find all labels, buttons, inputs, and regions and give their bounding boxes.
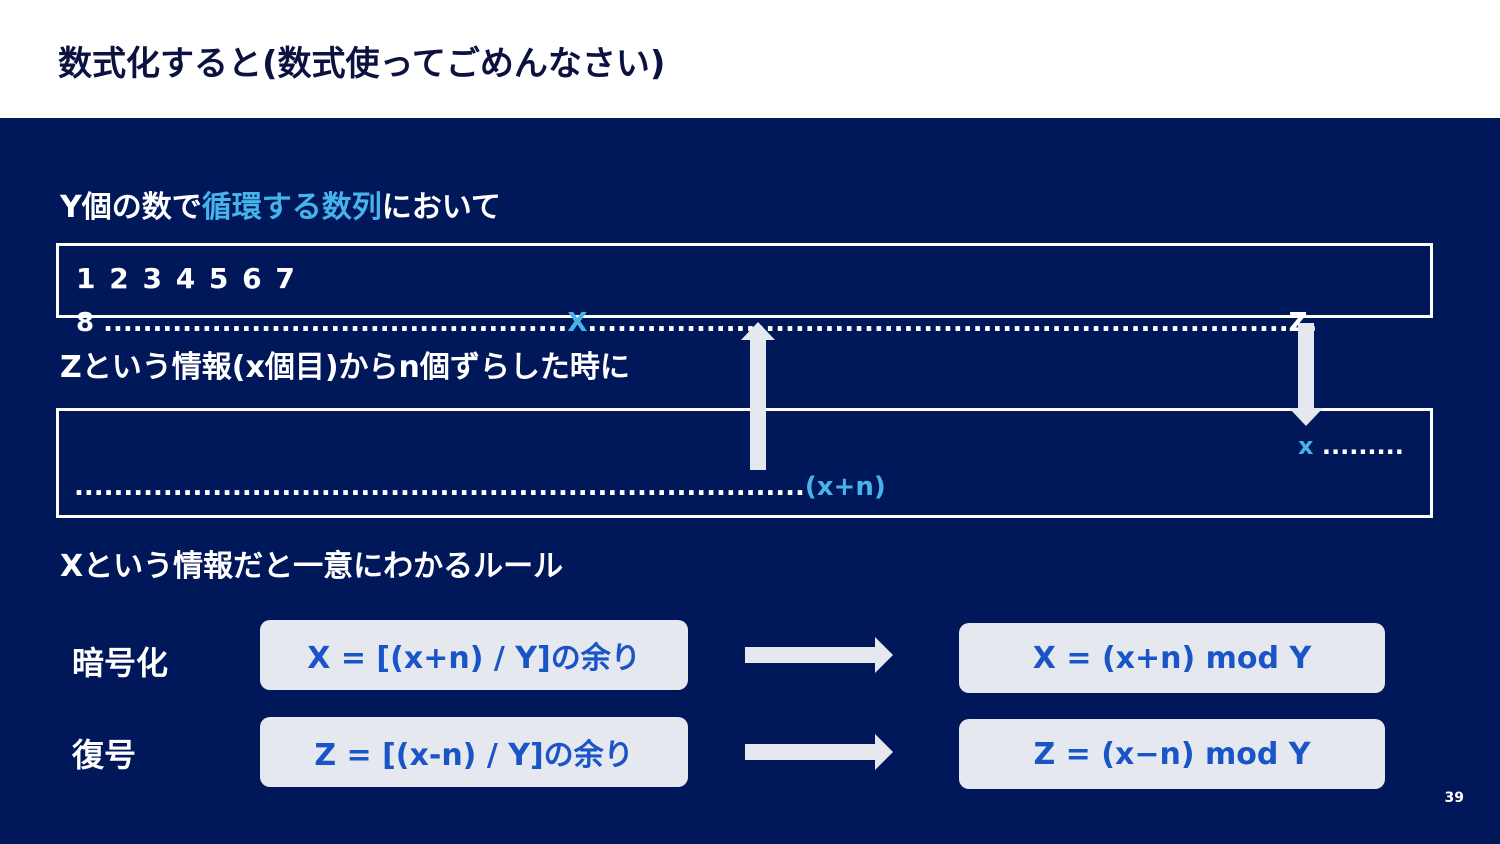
slide-header: 数式化すると(数式使ってごめんなさい) [0,0,1500,118]
marker-x-upper: X [567,308,588,338]
sequence-frame [56,243,1433,318]
decrypt-arrow-shaft [745,744,875,760]
up-arrow-head-icon [741,322,775,340]
dots-long: ........................................… [74,472,805,502]
down-arrow-shaft [1298,323,1314,411]
down-arrow-head-icon [1289,408,1323,426]
slide-title: 数式化すると(数式使ってごめんなさい) [58,44,666,84]
sequence-line-2-start: 8 ......................................… [76,308,568,338]
encrypt-result: X = (x+n) mod Y [1032,640,1312,676]
section1-heading: Y個の数で循環する数列において [60,182,501,226]
decrypt-formula-box: Z = [(x-n) / Y]の余り [260,717,688,787]
encrypt-result-box: X = (x+n) mod Y [959,623,1385,693]
decrypt-arrow-head-icon [875,734,893,770]
section3-heading: Xという情報だと一意にわかるルール [60,549,564,584]
shifted-line: ........................................… [74,472,886,502]
encrypt-formula-box: X = [(x+n) / Y]の余り [260,620,688,690]
decrypt-formula: Z = [(x-n) / Y]の余り [314,738,634,773]
page-number: 39 [1444,790,1464,806]
decrypt-result-box: Z = (x−n) mod Y [959,719,1385,789]
encrypt-formula: X = [(x+n) / Y]の余り [307,641,641,676]
section1-heading-suffix: において [381,190,501,225]
lower-marker-group: x ......... [1298,432,1404,460]
shifted-sequence-frame [56,408,1433,518]
sequence-line-2: 8 ......................................… [76,308,1316,338]
decrypt-result: Z = (x−n) mod Y [1033,736,1311,772]
encrypt-arrow-shaft [745,647,875,663]
up-arrow-shaft [750,340,766,470]
encrypt-label: 暗号化 [72,644,169,682]
sequence-line-2-mid: ........................................… [587,308,1289,338]
section2-heading: Zという情報(x個目)からn個ずらした時に [60,350,630,385]
marker-xn: (x+n) [804,472,886,502]
encrypt-arrow-head-icon [875,637,893,673]
marker-x-lower: x [1298,432,1314,460]
section1-heading-prefix: Y個の数で [60,190,202,225]
dots-right: ......... [1321,432,1404,460]
section1-heading-highlight: 循環する数列 [201,190,382,225]
decrypt-label: 復号 [72,736,137,774]
sequence-line-1: 1 2 3 4 5 6 7 [76,262,297,295]
